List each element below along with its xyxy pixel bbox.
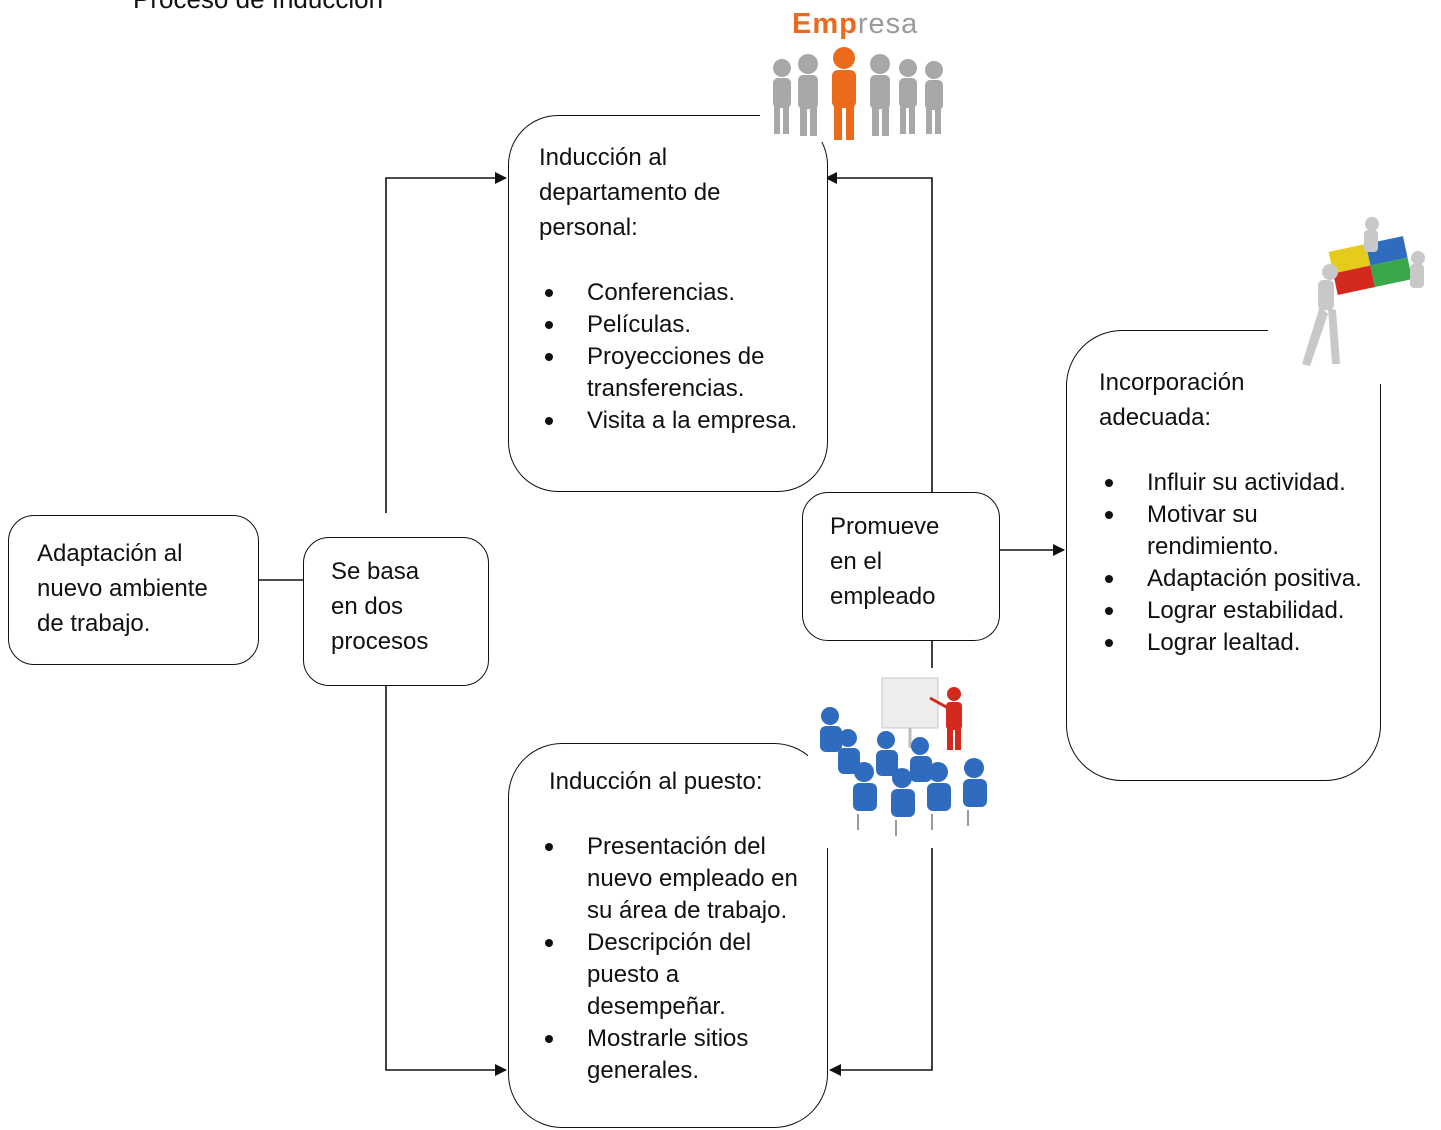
team-leader-icon — [760, 46, 956, 142]
incorporacion-list: Influir su actividad. Motivar su rendimi… — [1099, 467, 1370, 659]
list-item: Conferencias. — [539, 277, 817, 309]
arrow-to-puesto — [385, 686, 507, 1076]
empresa-logo-text: Empresa — [792, 8, 919, 40]
box-promueve-text: Promueve en el empleado — [830, 513, 940, 610]
arrow-promueve-to-departamento — [825, 172, 933, 492]
box-departamento: Inducción al departamento de personal: C… — [508, 115, 828, 492]
list-item: Motivar su rendimiento. — [1099, 499, 1370, 563]
list-item: Mostrarle sitios generales. — [539, 1023, 817, 1087]
box-incorporacion: Incorporación adecuada: Influir su activ… — [1066, 330, 1381, 781]
list-item: Adaptación positiva. — [1099, 563, 1370, 595]
list-item: Películas. — [539, 309, 817, 341]
page-title: Proceso de Inducción — [133, 0, 383, 15]
box-adaptacion: Adaptación al nuevo ambiente de trabajo. — [8, 515, 259, 665]
departamento-list: Conferencias. Películas. Proyecciones de… — [539, 277, 817, 437]
list-item: Influir su actividad. — [1099, 467, 1370, 499]
box-adaptacion-text: Adaptación al nuevo ambiente de trabajo. — [37, 540, 208, 637]
box-se-basa-text: Se basa en dos procesos — [331, 558, 429, 655]
box-incorporacion-heading: Incorporación adecuada: — [1099, 369, 1245, 431]
list-item: Descripción del puesto a desempeñar. — [539, 927, 817, 1023]
list-item: Visita a la empresa. — [539, 405, 817, 437]
list-item: Presentación del nuevo empleado en su ár… — [539, 831, 817, 927]
box-puesto: Inducción al puesto: Presentación del nu… — [508, 743, 828, 1128]
arrow-to-departamento — [385, 172, 507, 513]
list-item: Proyecciones de transferencias. — [539, 341, 817, 405]
list-item: Lograr estabilidad. — [1099, 595, 1370, 627]
presentation-meeting-icon — [808, 668, 1014, 848]
box-se-basa: Se basa en dos procesos — [303, 537, 489, 686]
box-promueve: Promueve en el empleado — [802, 492, 1000, 641]
box-departamento-heading: Inducción al departamento de personal: — [539, 144, 721, 241]
puzzle-team-icon — [1268, 214, 1440, 384]
list-item: Lograr lealtad. — [1099, 627, 1370, 659]
puesto-list: Presentación del nuevo empleado en su ár… — [539, 831, 817, 1087]
box-puesto-heading: Inducción al puesto: — [549, 768, 763, 795]
